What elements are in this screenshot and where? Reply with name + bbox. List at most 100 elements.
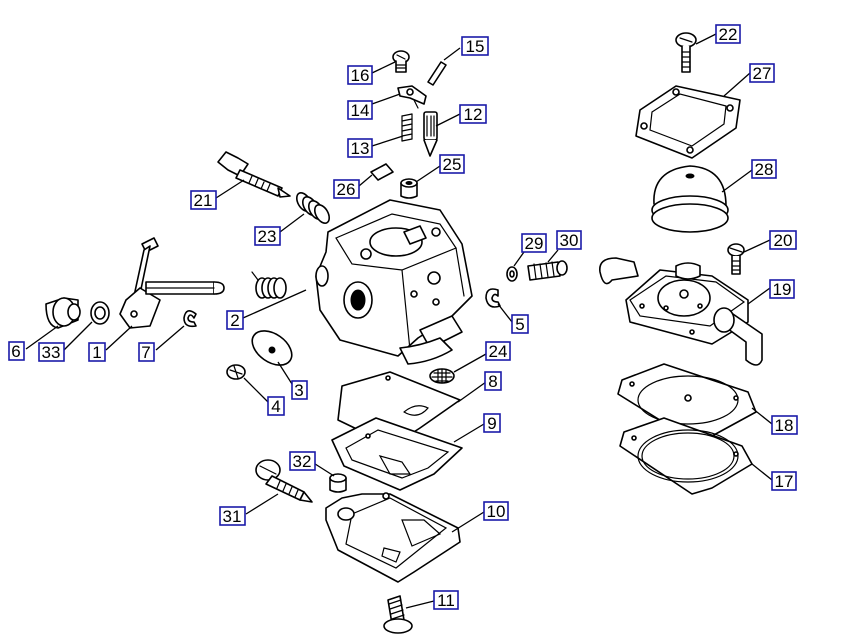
part-14-lever (397, 85, 427, 109)
svg-text:20: 20 (774, 231, 793, 250)
svg-text:5: 5 (515, 315, 524, 334)
callout-23: 23 (254, 226, 281, 246)
part-4-screw (226, 364, 246, 380)
carburetor-body (315, 199, 473, 365)
part-25-sleeve (400, 178, 418, 199)
part-29-washer (506, 266, 518, 282)
callout-29: 29 (521, 233, 547, 253)
callout-28: 28 (751, 159, 777, 179)
callout-32: 32 (289, 451, 316, 471)
part-28-primer-bulb (651, 165, 729, 233)
svg-text:22: 22 (719, 25, 738, 44)
svg-text:2: 2 (230, 311, 239, 330)
part-27-cover-gasket (635, 85, 741, 159)
svg-text:4: 4 (271, 397, 280, 416)
callout-16: 16 (347, 65, 373, 85)
svg-text:12: 12 (464, 105, 483, 124)
part-32-cap (329, 473, 347, 493)
callout-5: 5 (511, 314, 529, 334)
svg-text:27: 27 (753, 64, 772, 83)
part-7-e-clip (183, 310, 197, 328)
callout-1: 1 (88, 342, 106, 362)
callout-31: 31 (219, 506, 246, 526)
callout-14: 14 (347, 100, 373, 120)
callout-30: 30 (556, 230, 582, 250)
part-9-gasket (331, 417, 463, 491)
part-10-pump-cover (325, 492, 461, 583)
part-19-pump-housing (599, 257, 763, 366)
svg-text:6: 6 (11, 342, 20, 361)
callout-8: 8 (484, 371, 502, 391)
part-11-screw (383, 595, 413, 634)
callout-4: 4 (267, 396, 285, 416)
callout-2: 2 (226, 310, 244, 330)
svg-text:32: 32 (293, 452, 312, 471)
callout-22: 22 (715, 24, 741, 44)
callout-17: 17 (771, 471, 797, 491)
svg-text:8: 8 (488, 372, 497, 391)
svg-text:16: 16 (351, 66, 370, 85)
part-17-pump-gasket (619, 417, 753, 495)
callout-33: 33 (38, 342, 65, 362)
callout-12: 12 (459, 104, 487, 124)
callout-10: 10 (483, 501, 509, 521)
part-20-screw (727, 243, 745, 275)
callout-19: 19 (769, 279, 795, 299)
callout-3: 3 (291, 380, 308, 400)
svg-text:1: 1 (92, 343, 101, 362)
callout-15: 15 (461, 36, 489, 56)
callout-18: 18 (771, 415, 798, 435)
svg-text:11: 11 (437, 591, 455, 610)
svg-text:26: 26 (337, 180, 356, 199)
svg-text:14: 14 (351, 101, 370, 120)
callout-11: 11 (433, 590, 459, 610)
part-31-idle-screw (255, 459, 313, 503)
svg-text:19: 19 (773, 280, 792, 299)
callout-26: 26 (333, 179, 360, 199)
svg-text:15: 15 (466, 37, 485, 56)
part-24-strainer (429, 368, 455, 384)
part-21-adjusting-screw (217, 151, 291, 198)
part-3-throttle-plate (251, 330, 293, 366)
callout-25: 25 (439, 154, 465, 174)
svg-text:28: 28 (755, 160, 774, 179)
part-15-pin (427, 61, 447, 86)
svg-text:17: 17 (775, 472, 794, 491)
svg-text:18: 18 (775, 416, 794, 435)
svg-text:7: 7 (141, 343, 150, 362)
part-23-spring (295, 192, 331, 224)
svg-text:10: 10 (487, 502, 506, 521)
part-22-screw (675, 32, 697, 73)
callout-7: 7 (138, 342, 155, 362)
svg-text:30: 30 (560, 231, 579, 250)
svg-text:23: 23 (258, 227, 277, 246)
callout-6: 6 (8, 341, 25, 361)
svg-text:24: 24 (489, 342, 508, 361)
svg-text:21: 21 (194, 191, 213, 210)
callout-9: 9 (483, 413, 501, 433)
part-30-screw (527, 260, 568, 281)
part-12-inlet-needle (423, 111, 438, 157)
svg-text:13: 13 (351, 139, 370, 158)
svg-text:25: 25 (443, 155, 462, 174)
callout-21: 21 (190, 190, 217, 210)
part-2-spring (251, 271, 287, 299)
svg-text:33: 33 (42, 343, 61, 362)
part-33-washer (90, 301, 110, 325)
part-16-screw (392, 50, 410, 73)
callout-20: 20 (769, 230, 797, 250)
part-26-pin (370, 163, 394, 181)
callout-13: 13 (347, 138, 373, 158)
part-1-throttle-shaft (119, 237, 225, 329)
callout-27: 27 (749, 63, 775, 83)
part-6-bushing (45, 297, 81, 329)
part-5-e-clip (485, 288, 501, 308)
part-13-spring (401, 113, 413, 142)
svg-text:29: 29 (525, 234, 544, 253)
callout-24: 24 (485, 341, 511, 361)
svg-text:9: 9 (487, 414, 496, 433)
svg-text:3: 3 (294, 381, 303, 400)
svg-text:31: 31 (223, 507, 242, 526)
